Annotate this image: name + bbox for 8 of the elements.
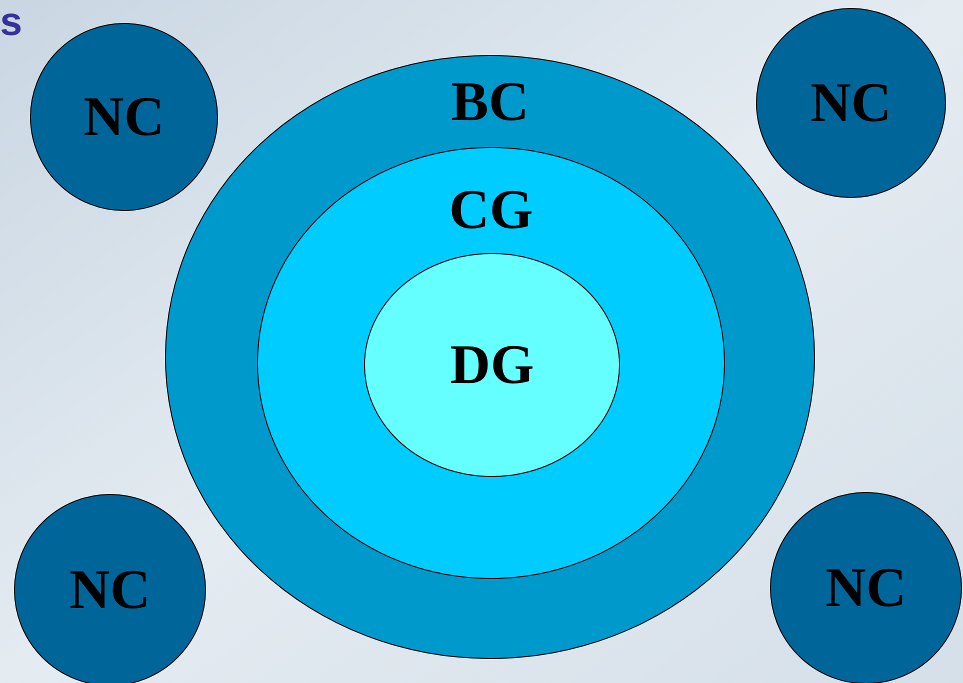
- node-label: NC: [810, 75, 892, 131]
- node-label: NC: [70, 562, 150, 618]
- node-label: CG: [449, 182, 533, 238]
- node-label: BC: [451, 74, 529, 130]
- node-label: DG: [450, 337, 534, 393]
- title-fragment: s: [0, 2, 22, 42]
- node-label: NC: [826, 560, 906, 616]
- node-label: NC: [84, 89, 164, 145]
